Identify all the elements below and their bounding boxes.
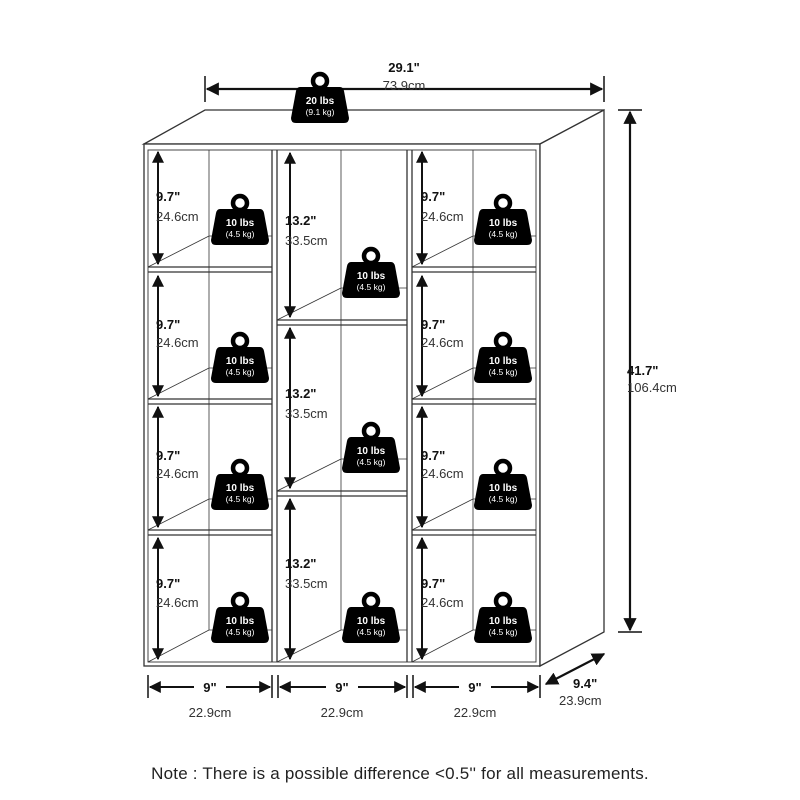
left-cube3-height-cm: 24.6cm (156, 466, 199, 481)
weight-kg-label: (4.5 kg) (226, 367, 255, 377)
center-cube3-height-in: 13.2" (285, 556, 316, 571)
weight-capacity-icons: 20 lbs(9.1 kg)10 lbs(4.5 kg)10 lbs(4.5 k… (211, 71, 532, 643)
column-width-left-cm: 22.9cm (189, 705, 232, 720)
center-cube1-height-in: 13.2" (285, 213, 316, 228)
weight-lbs-label: 10 lbs (489, 483, 518, 494)
weight-lbs-label: 10 lbs (357, 446, 386, 457)
weight-lbs-label: 10 lbs (357, 271, 386, 282)
overall-width-cm: 73.9cm (383, 78, 426, 93)
left-cube2-height-cm: 24.6cm (156, 335, 199, 350)
weight-lbs-label: 10 lbs (226, 483, 255, 494)
shelf-weight-icon: 10 lbs(4.5 kg) (474, 331, 532, 383)
center-cube1-height-cm: 33.5cm (285, 233, 328, 248)
weight-kg-label: (4.5 kg) (357, 282, 386, 292)
weight-kg-label: (4.5 kg) (226, 627, 255, 637)
weight-lbs-label: 10 lbs (489, 356, 518, 367)
left-cube1-height-cm: 24.6cm (156, 209, 199, 224)
depth-in: 9.4" (573, 676, 597, 691)
shelf-weight-icon: 10 lbs(4.5 kg) (211, 331, 269, 383)
weight-lbs-label: 10 lbs (357, 616, 386, 627)
center-cube2-height-cm: 33.5cm (285, 406, 328, 421)
top-load-weight-icon: 20 lbs(9.1 kg) (291, 71, 349, 123)
overall-width-dimension: 29.1" 73.9cm (204, 60, 605, 102)
column-width-right-cm: 22.9cm (454, 705, 497, 720)
overall-height-dimension: 41.7" 106.4cm (618, 109, 677, 633)
weight-lbs-label: 10 lbs (226, 356, 255, 367)
bookcase-outline (141, 108, 605, 668)
right-cube4-height-in: 9.7" (421, 576, 445, 591)
center-cube2-height-in: 13.2" (285, 386, 316, 401)
shelf-weight-icon: 10 lbs(4.5 kg) (474, 193, 532, 245)
column-width-dimensions: 9" 9" 9" 22.9cm 22.9cm 22.9cm (147, 675, 541, 720)
measurement-note: Note : There is a possible difference <0… (151, 764, 649, 783)
right-cube2-height-in: 9.7" (421, 317, 445, 332)
shelf-weight-icon: 10 lbs(4.5 kg) (474, 458, 532, 510)
overall-height-in: 41.7" (627, 363, 658, 378)
overall-width-in: 29.1" (388, 60, 419, 75)
weight-lbs-label: 10 lbs (489, 616, 518, 627)
weight-kg-label: (4.5 kg) (357, 627, 386, 637)
left-cube1-height-in: 9.7" (156, 189, 180, 204)
left-cube4-height-cm: 24.6cm (156, 595, 199, 610)
weight-lbs-label: 20 lbs (306, 96, 335, 107)
weight-lbs-label: 10 lbs (489, 218, 518, 229)
shelf-weight-icon: 10 lbs(4.5 kg) (211, 458, 269, 510)
left-cube4-height-in: 9.7" (156, 576, 180, 591)
center-cube3-height-cm: 33.5cm (285, 576, 328, 591)
weight-kg-label: (4.5 kg) (226, 229, 255, 239)
shelf-weight-icon: 10 lbs(4.5 kg) (342, 246, 400, 298)
weight-lbs-label: 10 lbs (226, 616, 255, 627)
right-cube1-height-in: 9.7" (421, 189, 445, 204)
left-cube3-height-in: 9.7" (156, 448, 180, 463)
shelf-weight-icon: 10 lbs(4.5 kg) (211, 591, 269, 643)
shelf-weight-icon: 10 lbs(4.5 kg) (342, 591, 400, 643)
cube-height-dimensions: 9.7" 24.6cm 9.7" 24.6cm 9.7" 24.6cm 9.7"… (152, 150, 464, 661)
depth-cm: 23.9cm (559, 693, 602, 708)
weight-kg-label: (4.5 kg) (489, 494, 518, 504)
weight-kg-label: (9.1 kg) (306, 107, 335, 117)
column-width-right-in: 9" (468, 680, 481, 695)
weight-kg-label: (4.5 kg) (489, 229, 518, 239)
shelf-weight-icon: 10 lbs(4.5 kg) (474, 591, 532, 643)
column-width-center-cm: 22.9cm (321, 705, 364, 720)
right-cube3-height-in: 9.7" (421, 448, 445, 463)
left-cube2-height-in: 9.7" (156, 317, 180, 332)
weight-kg-label: (4.5 kg) (489, 367, 518, 377)
right-cube1-height-cm: 24.6cm (421, 209, 464, 224)
shelf-weight-icon: 10 lbs(4.5 kg) (342, 421, 400, 473)
depth-dimension: 9.4" 23.9cm (544, 653, 606, 708)
shelf-weight-icon: 10 lbs(4.5 kg) (211, 193, 269, 245)
right-cube2-height-cm: 24.6cm (421, 335, 464, 350)
weight-lbs-label: 10 lbs (226, 218, 255, 229)
right-cube4-height-cm: 24.6cm (421, 595, 464, 610)
weight-kg-label: (4.5 kg) (226, 494, 255, 504)
column-width-center-in: 9" (335, 680, 348, 695)
right-cube3-height-cm: 24.6cm (421, 466, 464, 481)
weight-kg-label: (4.5 kg) (489, 627, 518, 637)
column-width-left-in: 9" (203, 680, 216, 695)
weight-kg-label: (4.5 kg) (357, 457, 386, 467)
overall-height-cm: 106.4cm (627, 380, 677, 395)
